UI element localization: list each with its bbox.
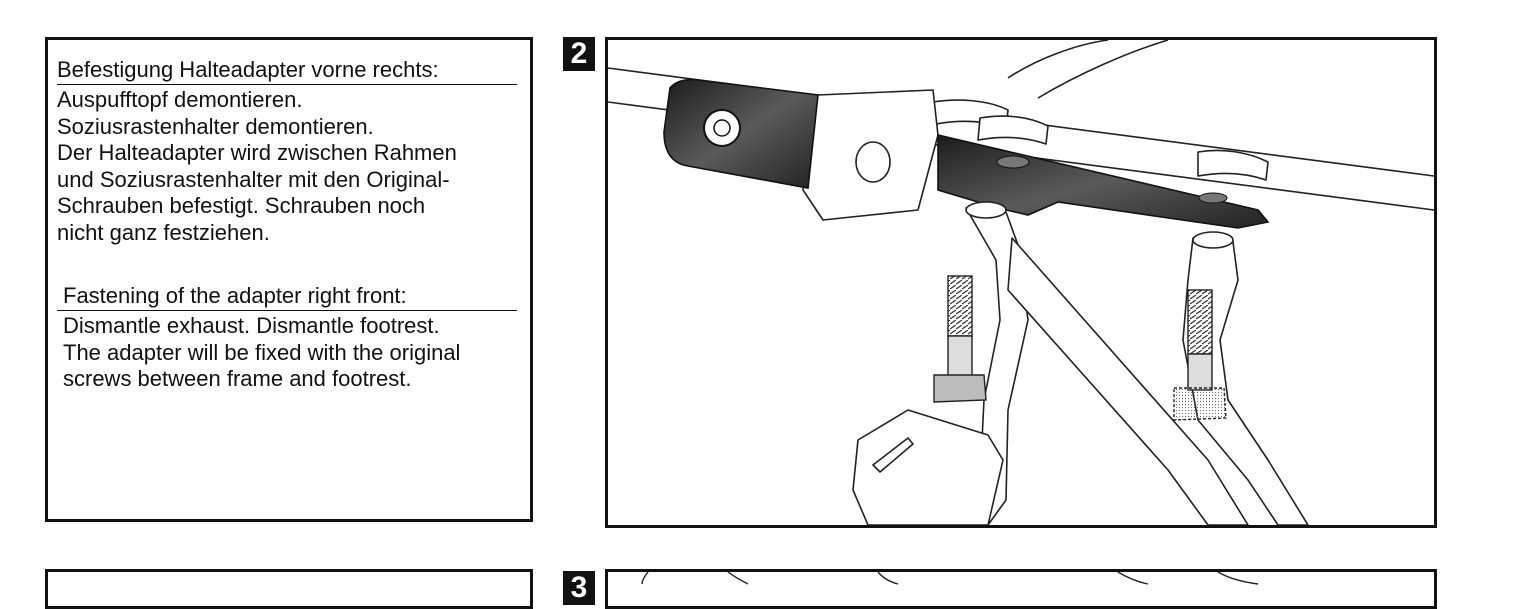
german-instructions: Befestigung Halteadapter vorne rechts: A… — [57, 56, 530, 246]
english-body: Dismantle exhaust. Dismantle footrest. T… — [63, 313, 461, 391]
instruction-text-panel: Befestigung Halteadapter vorne rechts: A… — [45, 37, 533, 522]
next-step-illustration — [605, 569, 1437, 609]
next-step-text-panel — [45, 569, 533, 609]
next-step-number-badge: 3 — [563, 571, 595, 605]
german-body: Auspufftopf demontieren. Soziusrastenhal… — [57, 87, 457, 245]
assembly-illustration — [605, 37, 1437, 528]
german-heading: Befestigung Halteadapter vorne rechts: — [57, 56, 517, 85]
next-step-drawing — [641, 572, 1259, 585]
bracket-mounting-drawing — [608, 40, 1434, 525]
step-number-badge: 2 — [563, 37, 595, 71]
english-instructions: Fastening of the adapter right front: Di… — [57, 282, 530, 393]
english-heading: Fastening of the adapter right front: — [57, 282, 517, 311]
